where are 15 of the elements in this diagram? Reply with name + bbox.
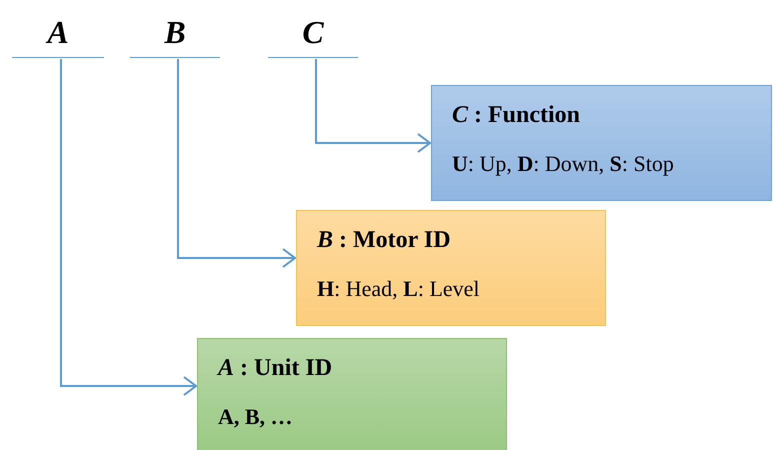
info-card	[296, 210, 606, 326]
card-description: H: Head, L: Level	[317, 275, 480, 303]
card-description: U: Up, D: Down, S: Stop	[452, 150, 674, 178]
info-card	[197, 338, 507, 450]
info-card	[431, 85, 772, 201]
variable-label: B	[130, 12, 220, 58]
card-heading: C : Function	[452, 101, 580, 130]
card-heading: B : Motor ID	[317, 226, 451, 255]
connector-arrow	[177, 59, 296, 268]
variable-label: A	[12, 12, 104, 58]
variable-label: C	[268, 12, 358, 58]
connector-arrow	[60, 59, 197, 396]
card-description: A, B, …	[218, 403, 293, 431]
connector-arrow	[315, 59, 431, 153]
card-heading: A : Unit ID	[218, 354, 332, 383]
